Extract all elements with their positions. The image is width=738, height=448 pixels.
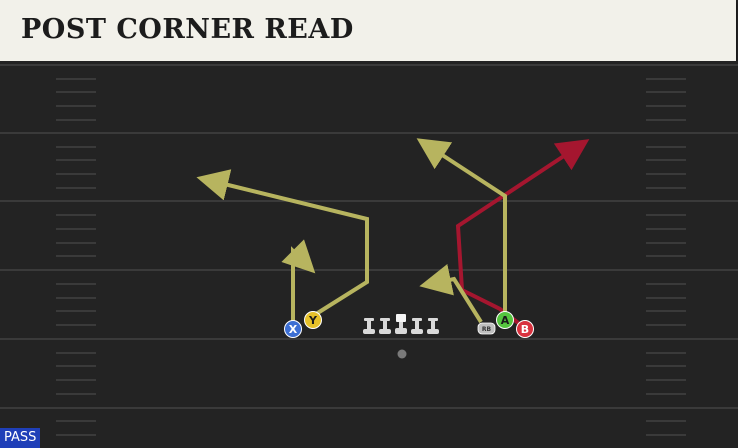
play-type-badge: PASS [0, 428, 41, 448]
lineman-left-tackle [363, 318, 375, 334]
player-x-label: X [289, 323, 298, 336]
lineman-right-guard [411, 318, 423, 334]
offensive-line [363, 314, 439, 334]
page-title: POST CORNER READ [21, 14, 354, 45]
quarterback-marker [397, 349, 407, 359]
route-rb [419, 264, 483, 324]
route-a [416, 138, 507, 313]
player-b-label: B [521, 323, 529, 336]
title-banner: POST CORNER READ [0, 0, 736, 61]
player-y-label: Y [308, 314, 318, 327]
football-field: X Y RB A B [0, 61, 738, 448]
player-a: A [496, 311, 514, 329]
hash-marks-left [56, 78, 96, 436]
player-a-label: A [501, 314, 510, 327]
player-x: X [284, 320, 302, 338]
player-y: Y [304, 311, 322, 329]
player-rb: RB [477, 322, 496, 335]
player-b: B [516, 320, 534, 338]
route-x [281, 239, 316, 322]
lineman-left-guard [379, 318, 391, 334]
lineman-center [395, 314, 407, 334]
route-y [196, 169, 369, 316]
lineman-right-tackle [427, 318, 439, 334]
hash-marks-right [646, 78, 686, 436]
player-rb-label: RB [482, 326, 492, 333]
